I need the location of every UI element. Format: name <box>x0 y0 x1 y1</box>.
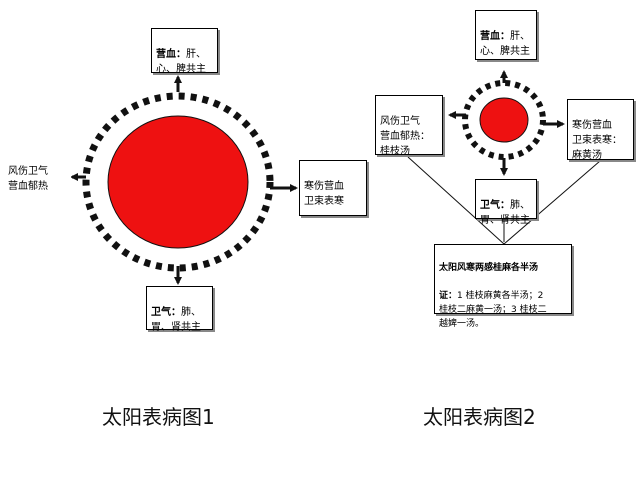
box-body: 肺、 胃、肾共主 <box>480 200 530 226</box>
box-head: 卫气： <box>151 307 181 318</box>
box-text: 寒伤营血 卫束表寒 <box>304 181 344 207</box>
box-body: 肺、 胃、肾共主 <box>151 307 201 333</box>
summary-head: 证： <box>439 291 458 301</box>
summary-body: 1 桂枝麻黄各半汤；2 桂枝二麻黄一汤；3 桂枝二 越婢一汤。 <box>439 291 547 329</box>
box-wind-injury: 风伤卫气 营血郁热 <box>3 145 71 192</box>
outer-dashed-ring <box>82 92 274 272</box>
box-nutrient-blood: 营血：肝、 心、脾共主 <box>151 28 218 75</box>
box-head: 营血： <box>156 49 186 60</box>
box2-defensive-qi: 卫气：肺、 胃、肾共主 <box>475 179 537 226</box>
box2-wind-injury: 风伤卫气 营血郁热： 桂枝汤 <box>375 95 443 157</box>
box-head: 营血： <box>480 31 510 42</box>
box2-summary: 太阳风寒两感桂麻各半汤 证：1 桂枝麻黄各半汤；2 桂枝二麻黄一汤；3 桂枝二 … <box>434 244 572 329</box>
diagram-1 <box>70 75 298 285</box>
diagram-2 <box>407 70 601 245</box>
box2-cold-injury: 寒伤营血 卫束表寒： 麻黄汤 <box>567 99 634 161</box>
box-cold-injury: 寒伤营血 卫束表寒 <box>299 160 367 216</box>
box-text: 风伤卫气 营血郁热 <box>8 166 48 192</box>
red-core <box>107 115 249 249</box>
inner-dashed-ring <box>101 109 255 255</box>
caption-diagram-2: 太阳表病图2 <box>423 405 536 429</box>
summary-title: 太阳风寒两感桂麻各半汤 <box>439 263 539 273</box>
box-text: 风伤卫气 营血郁热： 桂枝汤 <box>380 116 430 157</box>
connector-right-to-summary <box>503 160 601 245</box>
box-body: 肝、 心、脾共主 <box>480 31 530 57</box>
outer-dashed-ring-2 <box>462 80 546 160</box>
red-core-2 <box>479 97 529 143</box>
box-defensive-qi: 卫气：肺、 胃、肾共主 <box>146 286 213 333</box>
box-text: 寒伤营血 卫束表寒： 麻黄汤 <box>572 120 622 161</box>
box-body: 肝、 心、脾共主 <box>156 49 206 75</box>
box-head: 卫气： <box>480 200 510 211</box>
box2-nutrient-blood: 营血：肝、 心、脾共主 <box>475 10 537 60</box>
caption-diagram-1: 太阳表病图1 <box>102 405 215 429</box>
connector-left-to-summary <box>407 156 505 245</box>
